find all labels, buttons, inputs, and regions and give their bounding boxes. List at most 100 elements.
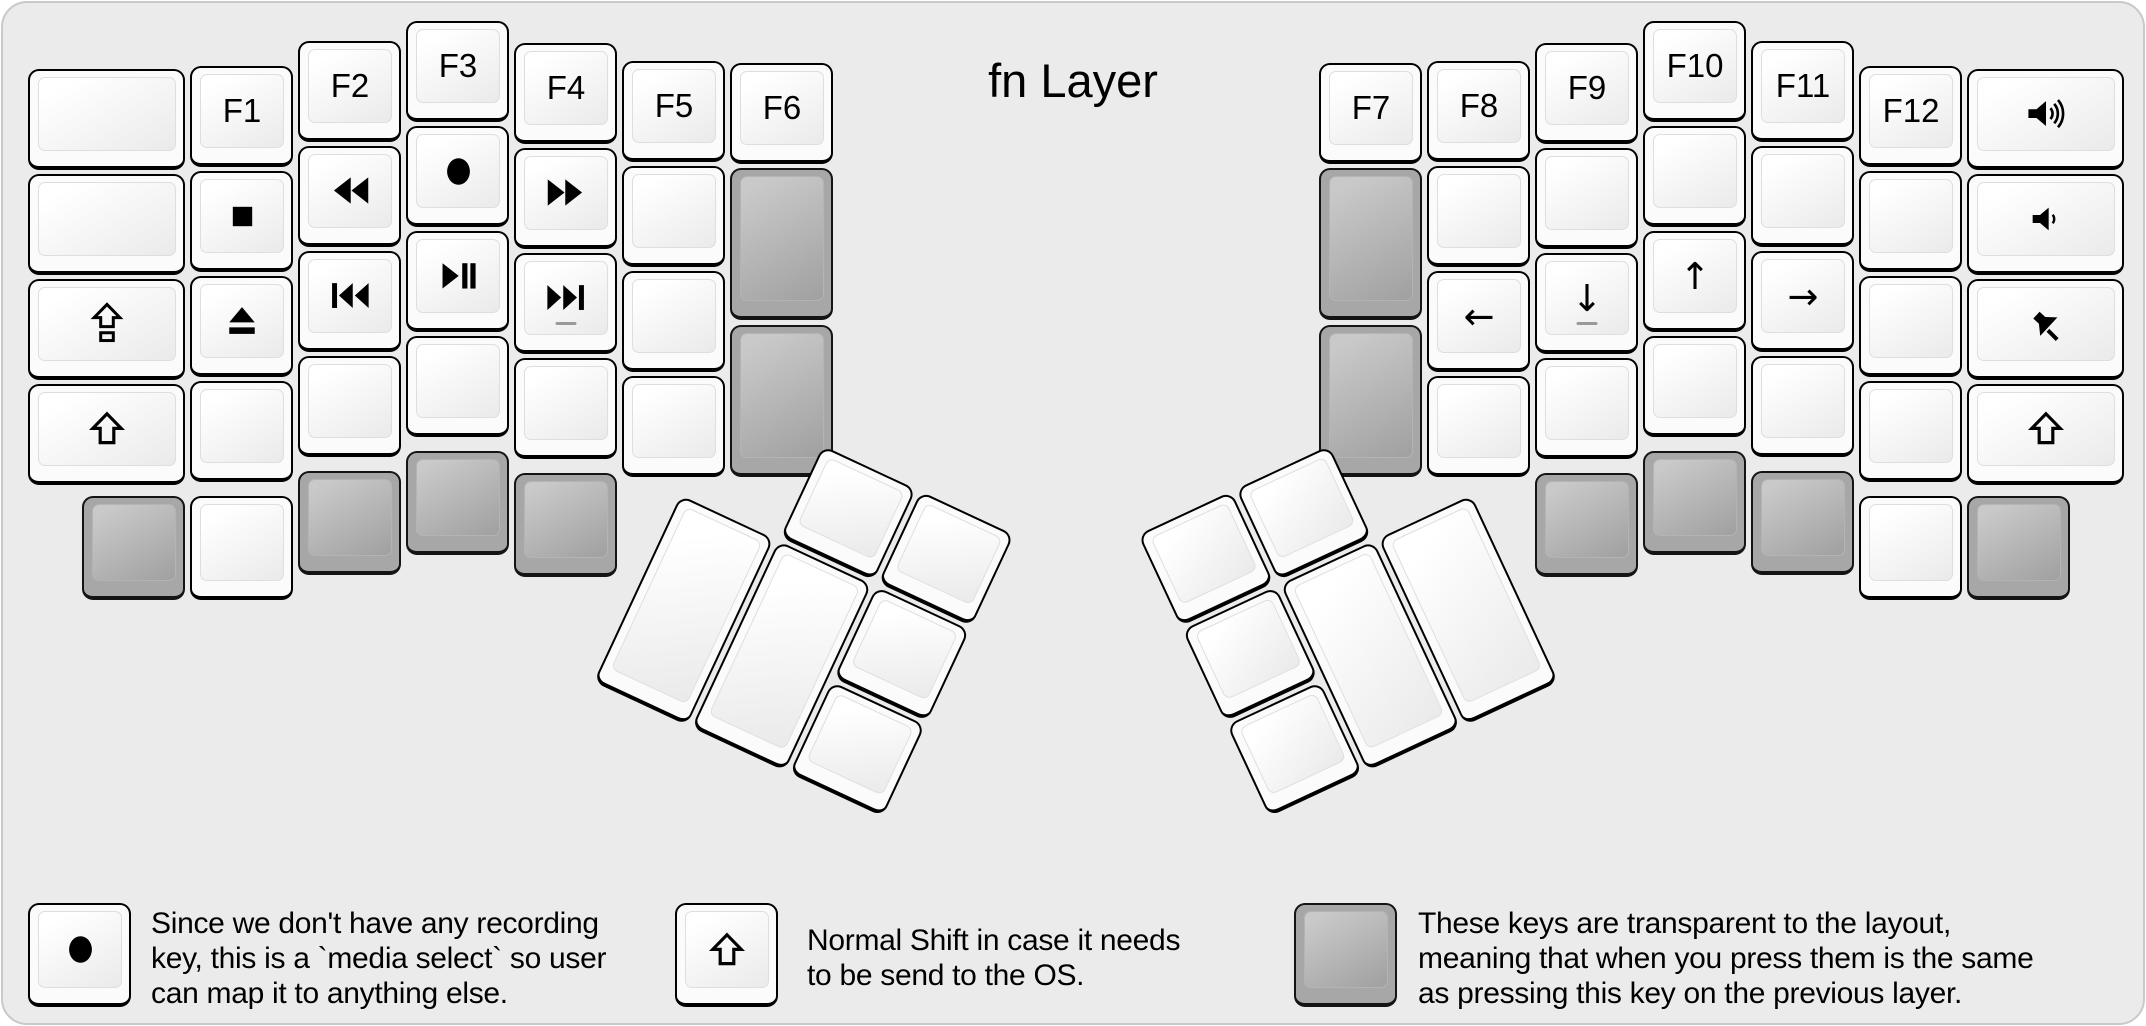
key-arrow-left[interactable]: ← [1427,271,1530,372]
key-blank[interactable] [1535,148,1638,249]
keycap-surface [200,284,284,358]
keycap-surface: F6 [740,71,824,145]
keycap-surface [1977,182,2115,256]
keycap-surface: ← [1437,279,1521,353]
key-stop[interactable] [190,171,293,272]
key-transparent[interactable] [730,168,833,320]
keycap-surface [1977,392,2115,466]
key-blank[interactable] [622,271,725,372]
key-next-track[interactable] [514,253,617,354]
keycap-surface [1653,344,1737,418]
key-f2[interactable]: F2 [298,41,401,142]
keycap-surface [740,176,824,301]
keycap-surface [38,77,176,151]
legend-line: can map it to anything else. [151,977,508,1010]
keycap-surface [1869,179,1953,253]
key-blank[interactable] [190,496,293,600]
key-transparent[interactable] [514,473,617,577]
key-label: F6 [762,89,802,126]
key-eject[interactable] [190,276,293,377]
keycap-surface: F2 [308,49,392,123]
key-transparent[interactable] [730,325,833,477]
key-blank[interactable] [514,358,617,459]
key-f8[interactable]: F8 [1427,61,1530,162]
key-blank[interactable] [1751,356,1854,457]
key-record[interactable] [28,903,131,1007]
key-arrow-down[interactable]: ↓ [1535,253,1638,354]
key-rewind[interactable] [298,146,401,247]
key-arrow-up[interactable]: ↑ [1643,231,1746,332]
key-blank[interactable] [1427,376,1530,477]
keycap-surface: F7 [1329,71,1413,145]
key-transparent[interactable] [406,451,509,555]
key-f5[interactable]: F5 [622,61,725,162]
key-blank[interactable] [28,174,185,275]
key-volume-down[interactable] [1967,174,2124,275]
key-volume-up[interactable] [1967,69,2124,170]
key-arrow-right[interactable]: → [1751,251,1854,352]
key-prev-track[interactable] [298,251,401,352]
key-transparent[interactable] [1319,325,1422,477]
legend-line: These keys are transparent to the layout… [1418,907,1952,940]
key-blank[interactable] [1535,358,1638,459]
keycap-surface [1545,366,1629,440]
key-f10[interactable]: F10 [1643,21,1746,122]
key-transparent[interactable] [1967,496,2070,600]
key-shift[interactable] [1967,384,2124,485]
key-f1[interactable]: F1 [190,66,293,167]
key-blank[interactable] [622,166,725,267]
key-f4[interactable]: F4 [514,43,617,144]
key-label: F5 [654,87,694,124]
keycap-surface [685,911,769,988]
key-blank[interactable] [298,356,401,457]
key-blank[interactable] [1859,276,1962,377]
key-f12[interactable]: F12 [1859,66,1962,167]
key-f7[interactable]: F7 [1319,63,1422,164]
key-shift[interactable] [675,903,778,1007]
key-transparent[interactable] [1294,903,1397,1007]
key-fast-forward[interactable] [514,148,617,249]
key-blank[interactable] [1427,166,1530,267]
layer-title: fn Layer [988,54,1158,107]
key-record[interactable] [406,126,509,227]
keycap-surface [308,154,392,228]
key-blank[interactable] [1751,146,1854,247]
key-blank[interactable] [406,336,509,437]
key-transparent[interactable] [1535,473,1638,577]
key-transparent[interactable] [1319,168,1422,320]
key-play-pause[interactable] [406,231,509,332]
key-transparent[interactable] [298,471,401,575]
key-blank[interactable] [1859,381,1962,482]
key-f9[interactable]: F9 [1535,43,1638,144]
keycap-surface [1869,504,1953,581]
key-blank[interactable] [1643,336,1746,437]
key-f6[interactable]: F6 [730,63,833,164]
key-mute[interactable] [1967,279,2124,380]
key-label: F2 [330,67,370,104]
keycap-surface [1761,479,1845,556]
keycap-surface [416,239,500,313]
key-blank[interactable] [1859,171,1962,272]
arrow-down-glyph: ↓ [1571,276,1603,320]
key-shift-lock[interactable] [28,279,185,380]
key-blank[interactable] [1643,126,1746,227]
key-transparent[interactable] [1751,471,1854,575]
key-label: F9 [1567,69,1607,106]
keycap-surface [200,179,284,253]
key-transparent[interactable] [1643,451,1746,555]
play-pause-icon [442,263,476,289]
keycap-surface [38,911,122,988]
key-f3[interactable]: F3 [406,21,509,122]
keycap-surface [1761,364,1845,438]
mute-icon [2033,311,2059,341]
key-shift[interactable] [28,384,185,485]
key-blank[interactable] [190,381,293,482]
shift-icon [88,411,126,445]
key-blank[interactable] [1859,496,1962,600]
key-blank[interactable] [622,376,725,477]
key-transparent[interactable] [82,496,185,600]
key-f11[interactable]: F11 [1751,41,1854,142]
key-blank[interactable] [28,69,185,170]
keycap-surface: → [1761,259,1845,333]
